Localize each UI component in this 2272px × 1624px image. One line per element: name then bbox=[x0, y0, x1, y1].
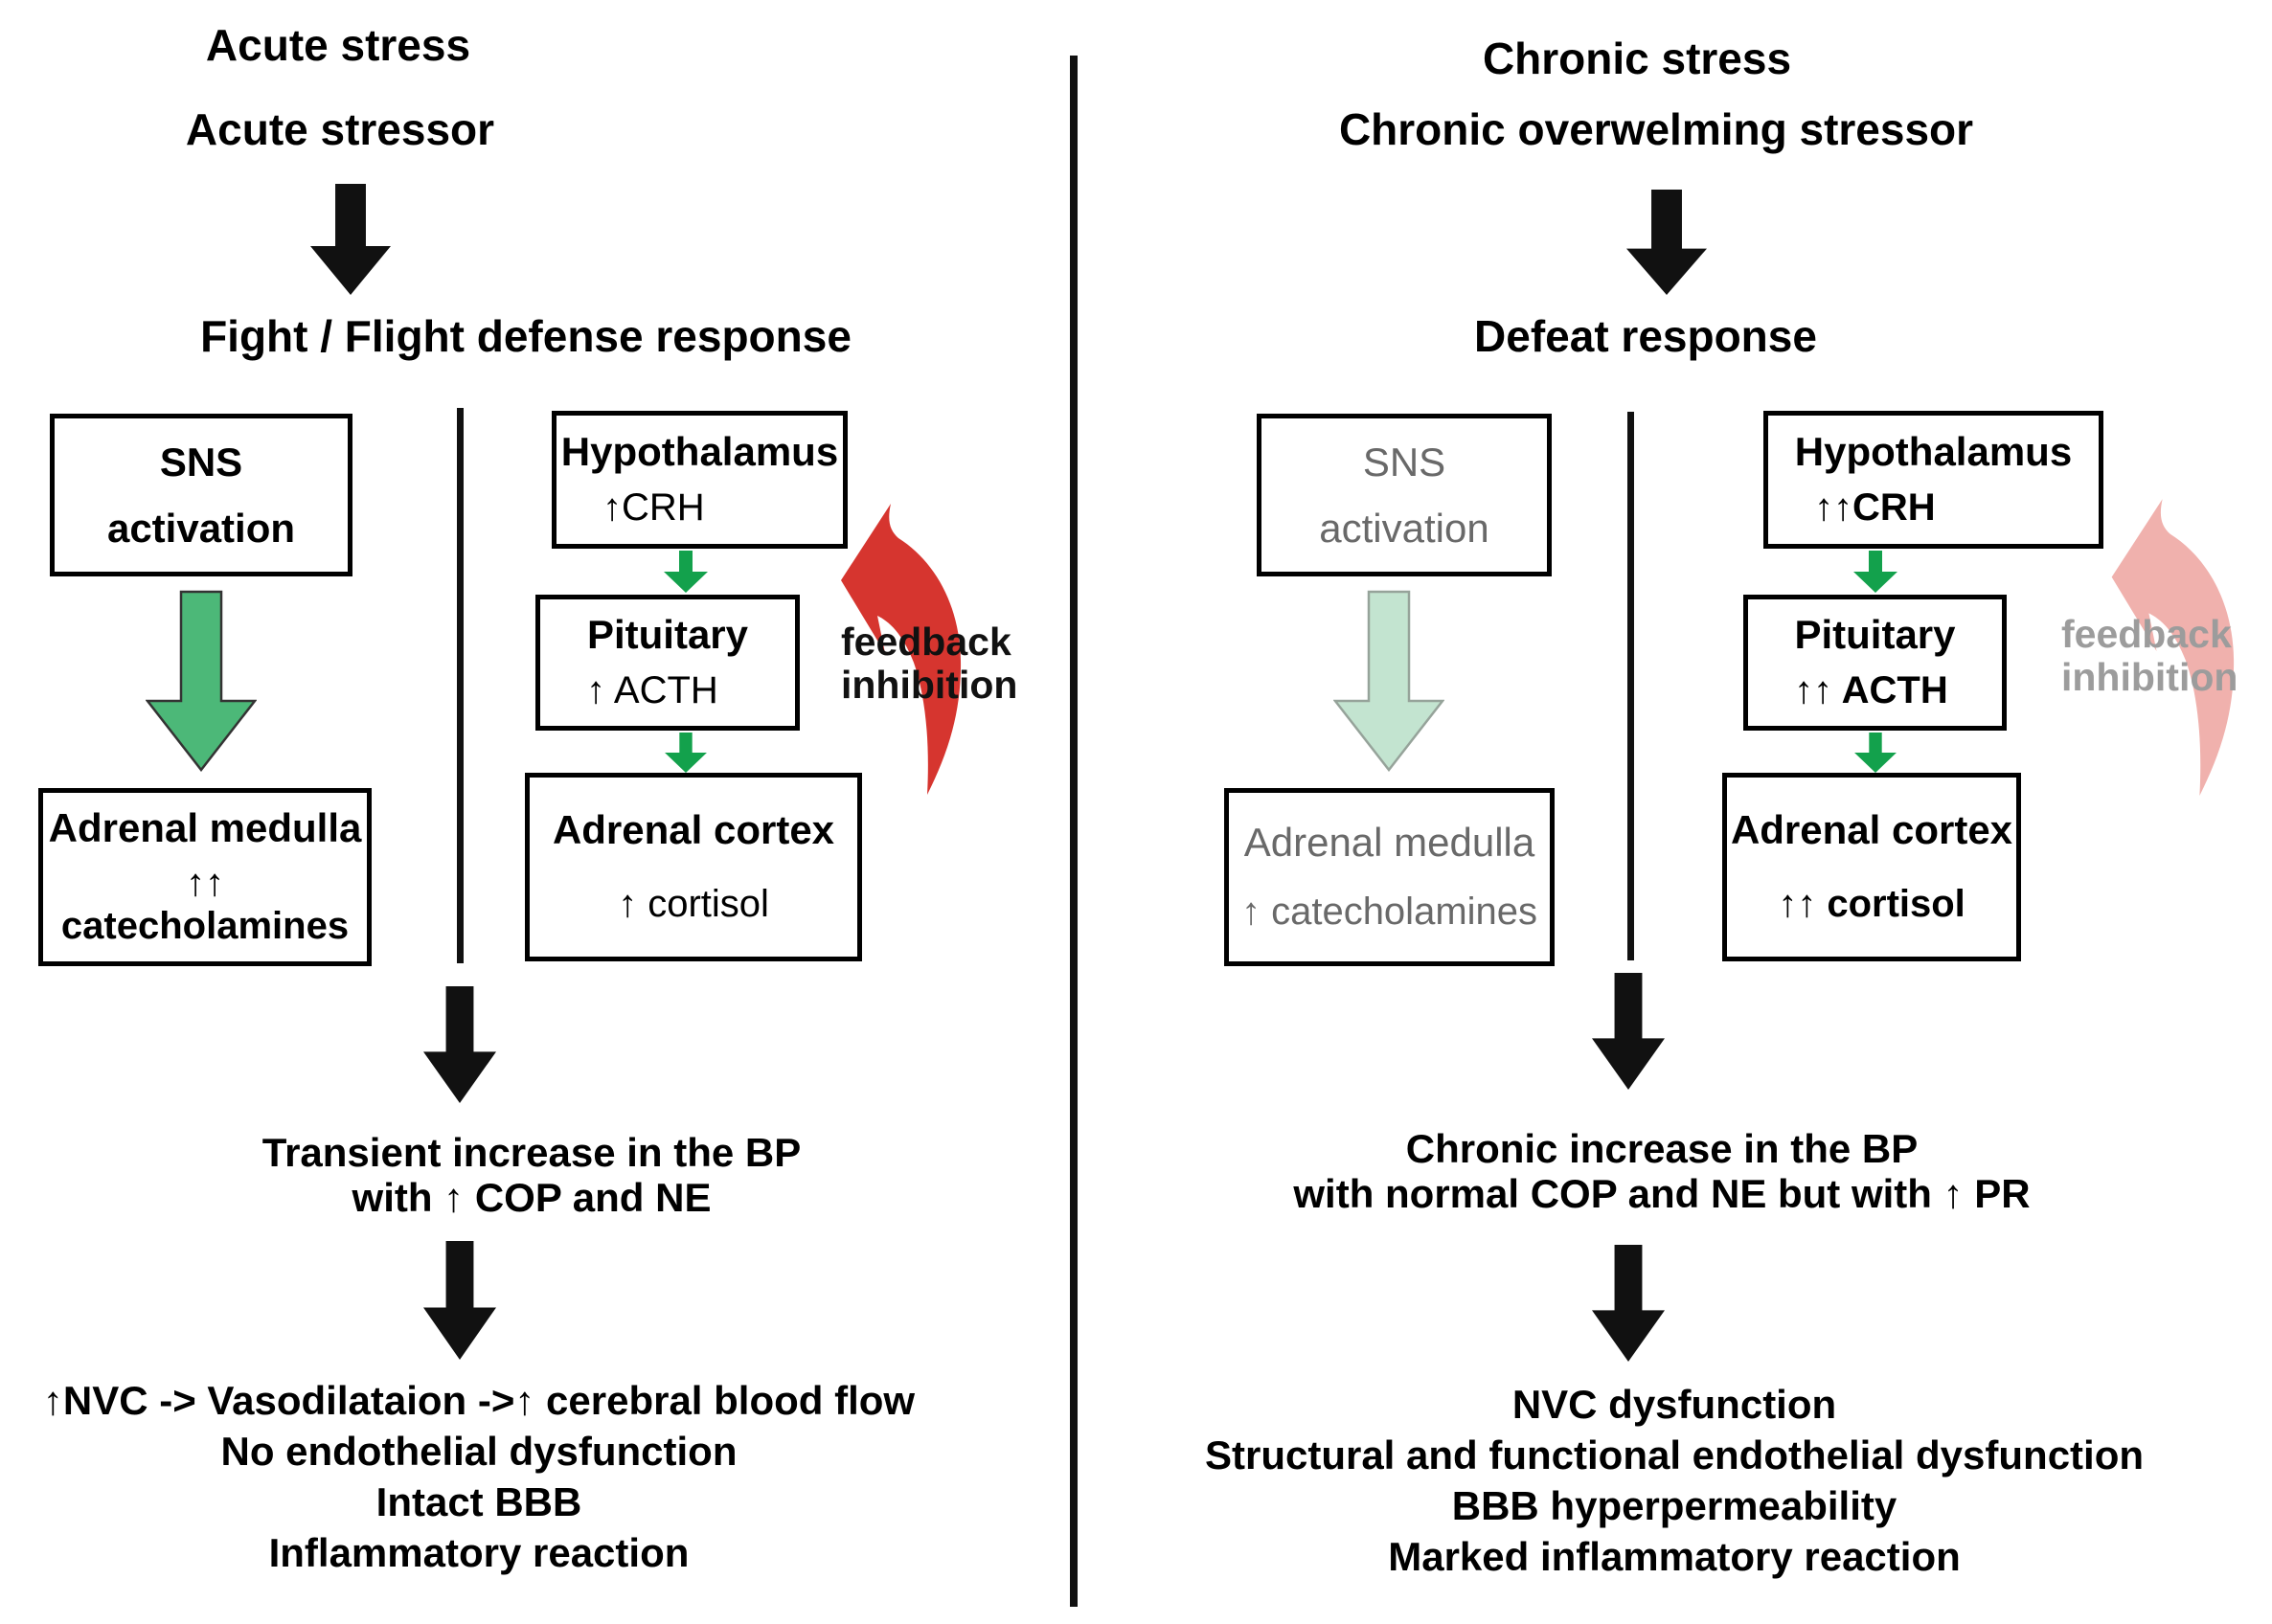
box-value: ↑ ACTH bbox=[586, 669, 718, 712]
pale-green-arrow-icon bbox=[1333, 590, 1444, 772]
acute-stressor-label: Acute stressor bbox=[185, 104, 495, 154]
bp-line-1: Transient increase in the BP bbox=[261, 1130, 802, 1175]
outcome-line: Intact BBB bbox=[375, 1479, 582, 1524]
feedback-inhibition-arrow-icon bbox=[2111, 499, 2235, 796]
chronic-sns-activation-box: SNS activation bbox=[1257, 414, 1552, 576]
outcome-line: No endothelial dysfunction bbox=[220, 1429, 738, 1474]
bp-line-2: with normal COP and NE but with ↑ PR bbox=[1293, 1171, 2031, 1216]
outcome-line: BBB hyperpermeability bbox=[1451, 1483, 1897, 1528]
box-title: SNS bbox=[1362, 440, 1446, 485]
inhibition-line: inhibition bbox=[841, 663, 1018, 707]
small-green-arrow-icon bbox=[665, 733, 707, 773]
acute-pituitary-box: Pituitary ↑ ACTH bbox=[535, 595, 800, 731]
box-title: Hypothalamus bbox=[560, 428, 839, 474]
outcome-line: NVC dysfunction bbox=[1511, 1382, 1837, 1427]
small-green-arrow-icon bbox=[1854, 733, 1897, 773]
box-value: ↑CRH bbox=[602, 486, 705, 530]
box-value: ↑↑ ACTH bbox=[1794, 669, 1948, 712]
down-arrow-icon bbox=[1592, 1245, 1665, 1362]
chronic-bp-result-text: Chronic increase in the BP with normal C… bbox=[1231, 1126, 2093, 1216]
acute-bp-result-text: Transient increase in the BP with ↑ COP … bbox=[148, 1130, 915, 1220]
box-value: ↑↑CRH bbox=[1814, 486, 1936, 530]
defeat-response-label: Defeat response bbox=[1474, 311, 1817, 361]
box-title: Adrenal cortex bbox=[1730, 807, 2013, 853]
bp-line-1: Chronic increase in the BP bbox=[1405, 1126, 1919, 1171]
feedback-inhibition-label: feedback inhibition bbox=[2061, 613, 2238, 699]
down-arrow-icon bbox=[423, 1241, 496, 1360]
box-title: Adrenal medulla bbox=[1243, 819, 1535, 865]
big-green-arrow-icon bbox=[146, 590, 257, 772]
down-arrow-icon bbox=[310, 184, 391, 295]
box-subtitle: activation bbox=[1319, 505, 1489, 551]
box-title: Adrenal cortex bbox=[552, 807, 835, 853]
inhibition-line: inhibition bbox=[2061, 655, 2238, 699]
feedback-line: feedback bbox=[2061, 612, 2232, 656]
acute-stress-title: Acute stress bbox=[205, 20, 471, 70]
down-arrow-icon bbox=[423, 986, 496, 1103]
feedback-inhibition-arrow-icon bbox=[841, 504, 962, 795]
chronic-hypothalamus-box: Hypothalamus ↑↑CRH bbox=[1763, 411, 2103, 549]
bp-line-2: with ↑ COP and NE bbox=[352, 1175, 712, 1220]
outcome-line: Marked inflammatory reaction bbox=[1388, 1534, 1961, 1579]
box-value: ↑↑ catecholamines bbox=[60, 862, 350, 948]
outcome-line: Inflammatory reaction bbox=[268, 1530, 690, 1575]
box-title: SNS bbox=[159, 440, 243, 485]
box-title: Adrenal medulla bbox=[48, 804, 362, 850]
down-arrow-icon bbox=[1592, 973, 1665, 1090]
small-green-arrow-icon bbox=[1853, 551, 1897, 593]
chronic-pituitary-box: Pituitary ↑↑ ACTH bbox=[1743, 595, 2007, 731]
box-value: ↑ catecholamines bbox=[1240, 891, 1538, 934]
box-title: Pituitary bbox=[586, 611, 749, 657]
acute-adrenal-medulla-box: Adrenal medulla ↑↑ catecholamines bbox=[38, 788, 372, 966]
outcome-line: Structural and functional endothelial dy… bbox=[1204, 1432, 2145, 1477]
chronic-stressor-label: Chronic overwelming stressor bbox=[1338, 104, 1974, 154]
central-divider-line bbox=[1070, 56, 1078, 1607]
feedback-line: feedback bbox=[841, 620, 1011, 664]
down-arrow-icon bbox=[1626, 190, 1707, 295]
chronic-stress-title: Chronic stress bbox=[1482, 34, 1792, 83]
box-title: Pituitary bbox=[1794, 611, 1956, 657]
box-title: Hypothalamus bbox=[1794, 428, 2073, 474]
feedback-inhibition-label: feedback inhibition bbox=[841, 620, 1017, 707]
acute-sns-activation-box: SNS activation bbox=[50, 414, 352, 576]
fight-flight-response-label: Fight / Flight defense response bbox=[200, 311, 852, 361]
outcome-line: ↑NVC -> Vasodilataion ->↑ cerebral blood… bbox=[42, 1378, 916, 1423]
acute-adrenal-cortex-box: Adrenal cortex ↑ cortisol bbox=[525, 773, 862, 961]
box-subtitle: activation bbox=[106, 505, 296, 551]
chronic-adrenal-medulla-box: Adrenal medulla ↑ catecholamines bbox=[1224, 788, 1555, 966]
acute-column-divider-line bbox=[457, 408, 464, 963]
chronic-column-divider-line bbox=[1627, 412, 1634, 960]
box-value: ↑↑ cortisol bbox=[1778, 882, 1965, 925]
chronic-adrenal-cortex-box: Adrenal cortex ↑↑ cortisol bbox=[1722, 773, 2021, 961]
acute-outcomes-text: ↑NVC -> Vasodilataion ->↑ cerebral blood… bbox=[19, 1375, 939, 1578]
box-value: ↑ cortisol bbox=[618, 882, 769, 925]
acute-hypothalamus-box: Hypothalamus ↑CRH bbox=[552, 411, 848, 549]
chronic-outcomes-text: NVC dysfunction Structural and functiona… bbox=[1124, 1379, 2225, 1582]
small-green-arrow-icon bbox=[664, 551, 708, 593]
